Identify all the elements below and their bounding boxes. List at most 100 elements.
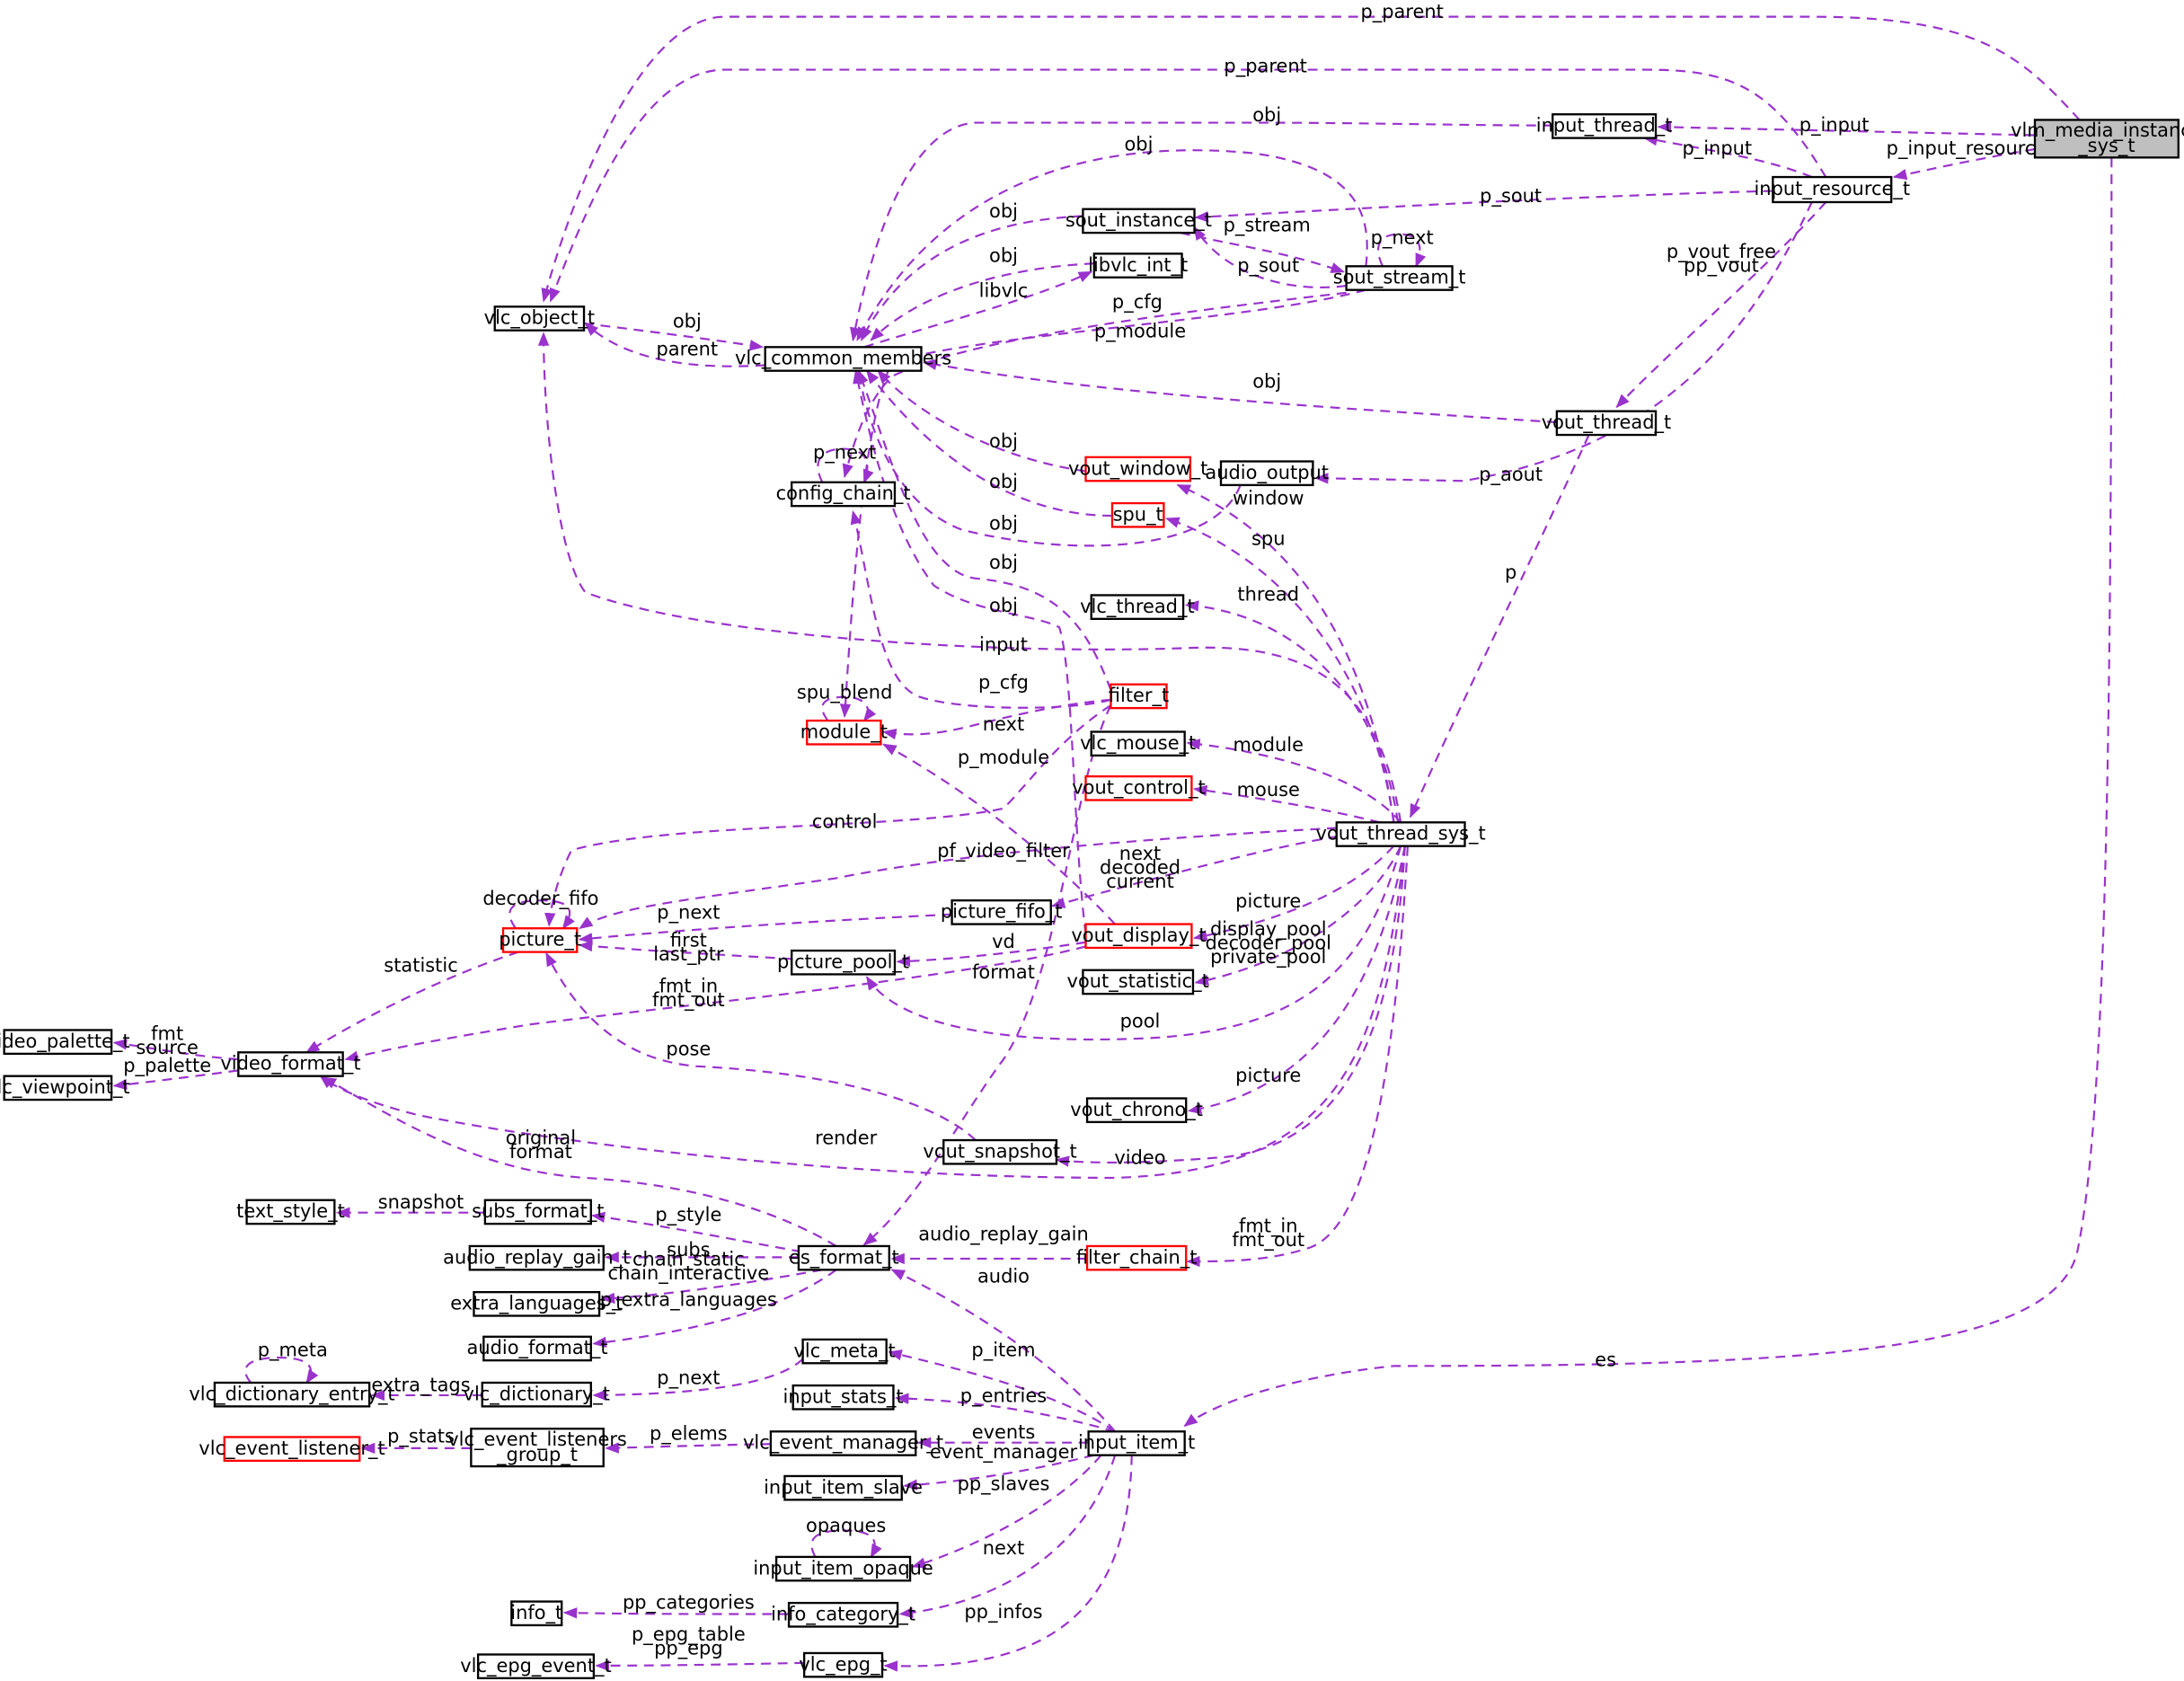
- edge-video-format-t-to-vlc-viewpoint-t: [545, 951, 977, 1141]
- node-vlc-viewpoint-t[interactable]: vlc_viewpoint_t: [0, 1075, 130, 1101]
- node-vlc-epg-event-t[interactable]: vlc_epg_event_t: [460, 1653, 612, 1680]
- node-label: vlc_dictionary_t: [464, 1383, 610, 1404]
- node-info-category-t[interactable]: info_category_t: [771, 1601, 915, 1628]
- node-vlc-common-members[interactable]: vlc_common_members: [735, 346, 951, 372]
- edge-label: p_style: [655, 1204, 721, 1225]
- node-sout-stream-t[interactable]: sout_stream_t: [1333, 265, 1466, 291]
- edge-line: [319, 845, 1406, 1180]
- edge-label: decoded: [1100, 857, 1180, 879]
- node-label: vlc_epg_t: [799, 1653, 887, 1675]
- node-info-t[interactable]: info_t: [510, 1600, 563, 1627]
- node-vout-display-t[interactable]: vout_display_t: [1071, 923, 1207, 950]
- edge-label: p_input: [1799, 114, 1870, 136]
- edge-es-format-t-to-video-format-t: [1055, 845, 1406, 1167]
- node-audio-format-t[interactable]: audio_format_t: [467, 1335, 608, 1362]
- edge-vlm-media-instance-sys-t-to-input-thread-t: [1657, 121, 2036, 137]
- edge-label: p_module: [958, 747, 1049, 768]
- node-label: audio_format_t: [467, 1337, 608, 1358]
- edge-label: pf_video_filter: [937, 840, 1070, 862]
- node-vlm-media-instance-sys-t[interactable]: vlm_media_instance_sys_t: [2011, 119, 2184, 159]
- node-vout-snapshot-t[interactable]: vout_snapshot_t: [923, 1138, 1077, 1165]
- node-box: [797, 1244, 890, 1271]
- node-vlc-meta-t[interactable]: vlc_meta_t: [794, 1338, 896, 1365]
- node-vlc-epg-t[interactable]: vlc_epg_t: [799, 1651, 888, 1678]
- edge-label: original: [506, 1128, 576, 1149]
- node-text-style-t[interactable]: text_style_t: [236, 1199, 345, 1225]
- node-box: [482, 1335, 592, 1362]
- node-vlc-object-t[interactable]: vlc_object_t: [484, 305, 595, 332]
- node-box: [764, 346, 923, 372]
- node-vout-statistic-t[interactable]: vout_statistic_t: [1067, 969, 1209, 995]
- edge-vlc-dictionary-entry-t-to-vlc-dictionary-entry-t: [592, 1358, 804, 1402]
- edge-module-t-to-module-t: [882, 698, 1111, 740]
- node-vlc-mouse-t[interactable]: vlc_mouse_t: [1080, 730, 1196, 757]
- node-audio-replay-gain-t[interactable]: audio_replay_gain_t: [443, 1244, 630, 1271]
- node-sout-instance-t[interactable]: sout_instance_t: [1065, 208, 1212, 234]
- node-video-format-t[interactable]: video_format_t: [220, 1051, 361, 1077]
- node-label: audio_output: [1205, 462, 1329, 483]
- edge-label: pool: [1120, 1010, 1161, 1031]
- node-input-item-t[interactable]: input_item_t: [1078, 1430, 1195, 1456]
- edge-line: [578, 913, 952, 944]
- edge-line: [860, 215, 1083, 341]
- edge-line: [545, 951, 977, 1141]
- edge-line: [857, 369, 1112, 691]
- node-vlc-dictionary-entry-t[interactable]: vlc_dictionary_entry_t: [189, 1381, 395, 1408]
- node-vout-control-t[interactable]: vout_control_t: [1072, 774, 1206, 801]
- node-input-item-slave[interactable]: input_item_slave: [764, 1474, 923, 1501]
- edge-label: render: [815, 1128, 877, 1149]
- edge-line: [1184, 600, 1400, 823]
- node-filter-chain-t[interactable]: filter_chain_t: [1076, 1244, 1198, 1271]
- node-vout-thread-t[interactable]: vout_thread_t: [1542, 410, 1671, 437]
- node-input-stats-t[interactable]: input_stats_t: [783, 1384, 904, 1411]
- node-input-resource-t[interactable]: input_resource_t: [1754, 175, 1910, 204]
- node-box: [802, 1651, 884, 1678]
- node-filter-t[interactable]: filter_t: [1109, 683, 1169, 710]
- edge-line: [853, 369, 1087, 934]
- node-vout-window-t[interactable]: vout_window_t: [1068, 456, 1207, 482]
- edge-label: obj: [989, 245, 1018, 267]
- edge-label: p_cfg: [1112, 291, 1163, 313]
- node-label: vlm_media_instance: [2011, 119, 2184, 141]
- edge-label: subs: [667, 1239, 710, 1261]
- node-extra-languages-t[interactable]: extra_languages_t: [450, 1290, 623, 1317]
- node-label: vout_thread_t: [1542, 411, 1671, 433]
- node-vlc-thread-t[interactable]: vlc_thread_t: [1080, 594, 1195, 620]
- node-audio-output[interactable]: audio_output: [1205, 460, 1329, 487]
- node-config-chain-t[interactable]: config_chain_t: [776, 481, 911, 508]
- node-picture-t[interactable]: picture_t: [499, 927, 581, 953]
- edge-label: p_vout_free: [1667, 241, 1776, 262]
- node-vlc-event-manager-t[interactable]: vlc_event_manager_t: [743, 1430, 943, 1456]
- node-vout-chrono-t[interactable]: vout_chrono_t: [1070, 1097, 1203, 1124]
- node-spu-t[interactable]: spu_t: [1110, 501, 1165, 528]
- edge-label: next: [983, 1537, 1024, 1559]
- edge-input-item-t-to-vlc-event-manager-t: [903, 1454, 1095, 1491]
- edge-es-format-t-to-audio-format-t: [890, 1269, 1116, 1432]
- node-label: module_t: [800, 721, 888, 742]
- node-vlc-event-listener-t[interactable]: vlc_event_listener_t: [199, 1436, 385, 1463]
- edge-line: [1194, 190, 1773, 223]
- edge-label: display_pool: [1210, 918, 1327, 940]
- node-picture-fifo-t[interactable]: picture_fifo_t: [941, 899, 1063, 925]
- node-picture-pool-t[interactable]: picture_pool_t: [777, 949, 909, 976]
- node-libvlc-int-t[interactable]: libvlc_int_t: [1088, 252, 1188, 279]
- node-vout-thread-sys-t[interactable]: vout_thread_sys_t: [1316, 821, 1486, 847]
- node-es-format-t[interactable]: es_format_t: [789, 1244, 899, 1271]
- edge-line: [1186, 845, 1409, 1268]
- node-label: vlc_dictionary_entry_t: [189, 1383, 394, 1404]
- edge-line: [549, 68, 1827, 303]
- node-input-thread-t[interactable]: input_thread_t: [1536, 113, 1673, 139]
- node-box: [791, 1384, 895, 1411]
- node-vlc-event-listeners-group-t[interactable]: vlc_event_listeners_group_t: [447, 1428, 627, 1468]
- node-vlc-dictionary-t[interactable]: vlc_dictionary_t: [464, 1381, 610, 1408]
- node-input-item-opaque[interactable]: input_item_opaque: [753, 1555, 933, 1582]
- node-label: vlc_epg_event_t: [460, 1655, 611, 1677]
- node-video-palette-t[interactable]: video_palette_t: [0, 1029, 130, 1056]
- node-module-t[interactable]: module_t: [800, 719, 888, 746]
- node-box: [3, 1029, 113, 1056]
- node-box: [1110, 683, 1168, 710]
- node-subs-format-t[interactable]: subs_format_t: [472, 1199, 605, 1225]
- edge-line: [817, 447, 874, 484]
- edge-input-item-opaque-to-input-item-opaque: [898, 1455, 1117, 1619]
